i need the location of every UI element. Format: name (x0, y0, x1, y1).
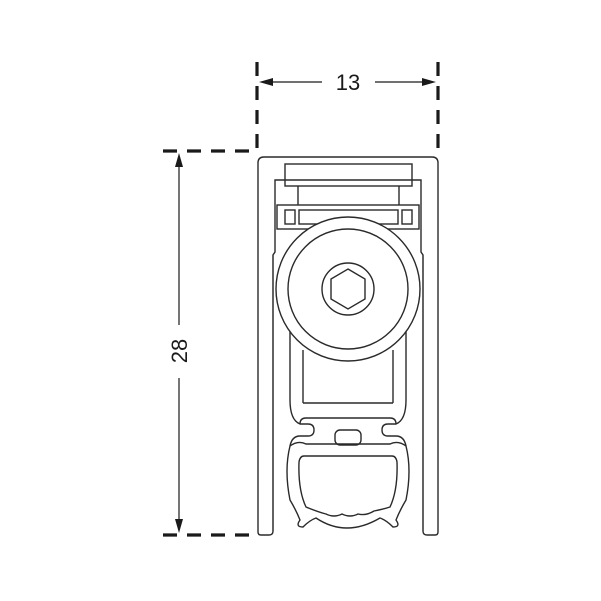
top-cap-plate (284, 163, 413, 187)
arrow-up-icon (175, 153, 183, 167)
neck-center-slot (334, 429, 362, 446)
hex-socket-icon (330, 268, 366, 310)
width-dimension-label: 13 (336, 70, 360, 95)
roller-outer-circle (275, 216, 421, 362)
roller-inner-circle (287, 228, 409, 350)
slot-left-outer (284, 209, 296, 225)
neck-top-inner (306, 417, 397, 425)
neck-right (381, 399, 407, 447)
seal-neck (289, 399, 407, 447)
height-dimension: 28 (163, 149, 258, 537)
arrow-left-icon (259, 78, 273, 86)
bulb-seal-outer (286, 441, 410, 529)
arrow-down-icon (175, 519, 183, 533)
neck-left (289, 399, 315, 447)
arrow-right-icon (422, 78, 436, 86)
bolt-head-circle (321, 262, 375, 316)
neck-left-inner (299, 417, 307, 425)
housing-outline (257, 156, 439, 536)
width-dimension: 13 (255, 62, 440, 150)
bulb-seal (286, 441, 410, 529)
bulb-seal-inner (298, 455, 398, 517)
top-cap (284, 163, 413, 205)
outer-housing (257, 156, 439, 536)
roller (275, 216, 421, 362)
slot-right-outer (401, 209, 413, 225)
height-dimension-label: 28 (167, 339, 192, 363)
